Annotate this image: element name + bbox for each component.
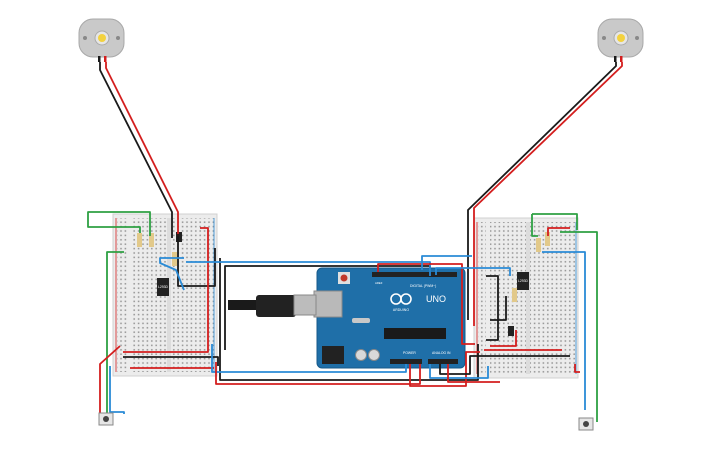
arduino-logo-icon [390, 293, 412, 305]
usb-cable [228, 294, 317, 317]
breadboard-right: L293D [473, 217, 579, 379]
header-analog-label: ANALOG IN [432, 351, 451, 355]
aref-label: AREF [375, 281, 383, 285]
pushbutton-left[interactable] [98, 412, 114, 426]
dc-motor-left[interactable] [78, 18, 125, 62]
reset-button[interactable] [340, 274, 348, 282]
ic-label-left: L293D [158, 285, 169, 289]
breadboard-left: L293D [112, 213, 218, 377]
board-model: UNO [426, 294, 446, 304]
wires [87, 62, 623, 422]
motor-hub-icon [98, 34, 106, 42]
motor-hub-icon [617, 34, 625, 42]
board-brand: ARDUINO [393, 308, 409, 312]
arduino-uno-board[interactable]: ARDUINO UNO DIGITAL (PWM~) POWER ANALOG … [313, 267, 466, 369]
dc-motor-right[interactable] [597, 18, 644, 62]
header-digital-label: DIGITAL (PWM~) [410, 284, 436, 288]
ic-label-right: L293D [518, 279, 529, 283]
header-power-label: POWER [403, 351, 416, 355]
pushbutton-right[interactable] [578, 417, 594, 431]
